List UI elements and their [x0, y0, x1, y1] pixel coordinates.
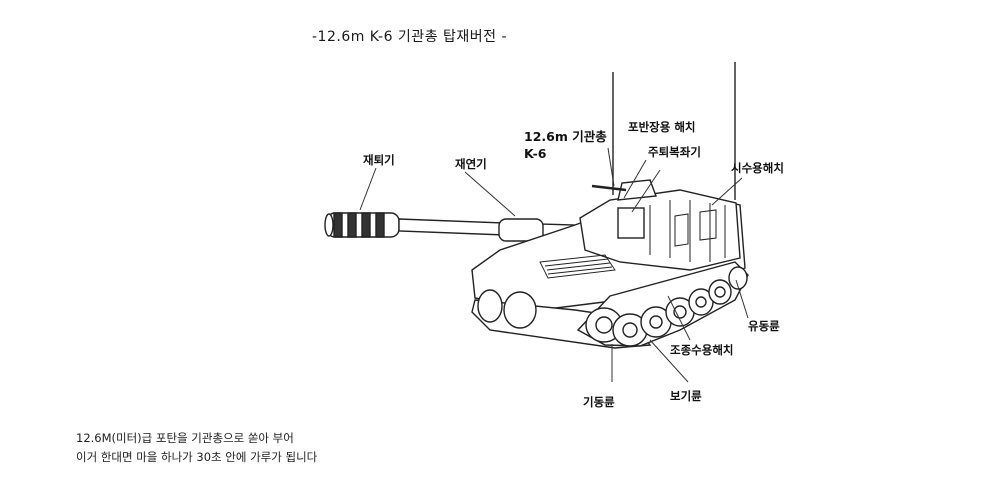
label-loader-hatch: 포반장용 해치 — [628, 120, 695, 134]
label-mg-line1: 12.6m 기관총 — [524, 129, 607, 144]
label-driver-hatch: 조종수용해치 — [670, 343, 733, 357]
label-bore-evacuator: 재연기 — [455, 157, 487, 171]
label-recoil-buffer: 주퇴복좌기 — [648, 145, 701, 159]
bore-evacuator — [498, 218, 544, 242]
muzzle-brake — [324, 212, 400, 238]
leader-lines — [359, 147, 749, 383]
road-wheels — [585, 266, 748, 347]
caption-line-1: 12.6M(미터)급 포탄을 기관총으로 쏟아 부어 — [76, 431, 294, 445]
caption-line-2: 이거 한대면 마을 하나가 30초 안에 가루가 됩니다 — [76, 450, 318, 464]
howitzer-illustration — [324, 62, 749, 349]
left-sprocket — [503, 291, 537, 329]
page-title: -12.6m K-6 기관총 탑재버전 - — [312, 29, 508, 45]
label-road-wheel: 보기륜 — [670, 389, 702, 403]
label-retractor: 재퇴기 — [363, 153, 395, 167]
label-gunner-hatch: 시수용해치 — [731, 161, 784, 175]
label-mg-line2: K-6 — [524, 146, 547, 161]
label-idler-wheel: 유동륜 — [748, 319, 780, 333]
k6-machine-gun — [591, 184, 627, 192]
gun-barrel — [398, 218, 506, 236]
label-drive-wheel: 기동륜 — [583, 395, 615, 409]
